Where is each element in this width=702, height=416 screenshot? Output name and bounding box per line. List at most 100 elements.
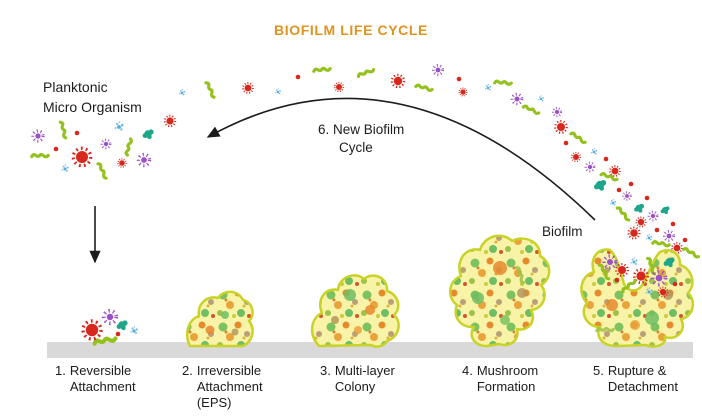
red-dot-microbe-icon [563, 140, 569, 146]
green-bacillus-icon [96, 161, 108, 181]
green-bacillus-icon [615, 204, 631, 224]
green-bacillus-icon [521, 102, 541, 118]
red-dot-microbe-icon [616, 187, 622, 193]
blue-microbe-icon [178, 89, 186, 96]
cycle-arrow-icon [206, 97, 596, 221]
biofilm-blob-stage4 [449, 234, 551, 348]
stage-line: Mushroom [476, 363, 539, 378]
green-bacillus-icon [569, 129, 587, 147]
stage-line: Attachment [69, 379, 136, 394]
purple-microbe-icon [31, 129, 45, 143]
stage-line: Detachment [607, 379, 678, 394]
planktonic-cluster [30, 114, 177, 181]
stage-line: Irreversible [196, 363, 262, 378]
stage-number: 5. [593, 363, 604, 378]
stage-number: 1. [55, 363, 66, 378]
green-bacillus-icon [122, 137, 136, 157]
red-microbe-icon [609, 165, 621, 177]
green-bacillus-icon [651, 237, 671, 251]
stage1-attachment-cluster [81, 308, 138, 344]
red-dot-microbe-icon [644, 195, 650, 201]
blue-microbe-icon [484, 84, 492, 91]
blue-microbe-icon [538, 95, 544, 102]
red-microbe-icon [333, 81, 345, 93]
stage-number: 4. [462, 363, 473, 378]
new-cycle-line1: 6. New Biofilm [318, 122, 405, 137]
red-dot-microbe-icon [682, 237, 688, 243]
purple-microbe-icon [622, 191, 632, 201]
stage-line: Attachment [196, 379, 263, 394]
purple-microbe-icon [510, 92, 524, 106]
stage-label-1: 1. Reversible Attachment [55, 363, 136, 395]
red-dot-microbe-icon [628, 181, 634, 187]
stage-line: Colony [334, 379, 376, 394]
stage-number: 3. [320, 363, 331, 378]
new-cycle-line2: Cycle [339, 140, 373, 155]
stage-line: Rupture & [607, 363, 667, 378]
blue-microbe-icon [590, 148, 598, 155]
red-dot-microbe-icon [115, 331, 121, 337]
purple-microbe-icon [602, 254, 618, 270]
red-microbe-icon [554, 120, 568, 134]
red-dot-microbe-icon [53, 146, 59, 152]
red-dot-microbe-icon [654, 227, 660, 233]
purple-microbe-icon [584, 161, 596, 173]
purple-microbe-icon [551, 106, 563, 118]
planktonic-label: Planktonic Micro Organism [43, 77, 142, 117]
red-microbe-icon [117, 158, 127, 168]
red-dot-microbe-icon [672, 281, 678, 287]
teal-microbe-icon [660, 206, 670, 215]
blob2-accents [205, 311, 239, 336]
stage-line: (EPS) [196, 395, 232, 410]
biofilm-blob-stage2 [186, 290, 254, 348]
green-bacillus-icon [204, 80, 216, 100]
red-microbe-icon [242, 82, 254, 94]
biofilm-blob-stage5 [580, 248, 695, 348]
red-microbe-icon [390, 73, 406, 89]
blue-microbe-icon [130, 326, 138, 335]
red-dot-microbe-icon [456, 76, 462, 82]
teal-microbe-icon [116, 320, 128, 331]
blue-microbe-icon [61, 164, 69, 172]
teal-microbe-icon [142, 129, 154, 140]
red-microbe-icon [635, 216, 647, 228]
dispersal-stream-right [551, 106, 701, 262]
green-bacillus-icon [58, 120, 68, 140]
red-microbe-icon [458, 87, 468, 97]
new-biofilm-cycle-label: 6. New Biofilm Cycle [318, 121, 404, 157]
planktonic-label-line2: Micro Organism [43, 99, 142, 115]
green-bacillus-icon [356, 68, 376, 78]
purple-microbe-icon [650, 269, 668, 287]
stage-label-3: 3. Multi-layer Colony [320, 363, 395, 395]
red-dot-microbe-icon [670, 221, 676, 227]
red-dot-microbe-icon [614, 277, 620, 283]
blob4-accents [472, 261, 527, 325]
biofilm-blob-stage3 [310, 274, 400, 348]
purple-microbe-icon [663, 229, 675, 243]
blue-microbe-icon [275, 88, 281, 95]
stage-number: 2. [182, 363, 193, 378]
blue-microbe-icon [630, 257, 638, 265]
stage-line: Reversible [69, 363, 132, 378]
green-bacillus-icon [30, 151, 50, 161]
red-dot-microbe-icon [295, 74, 301, 80]
red-microbe-icon [71, 146, 93, 168]
biofilm-label: Biofilm [542, 224, 583, 239]
purple-microbe-icon [101, 308, 119, 326]
planktonic-label-line1: Planktonic [43, 79, 108, 95]
purple-microbe-icon [431, 64, 445, 76]
red-dot-microbe-icon [74, 130, 80, 136]
red-dot-microbe-icon [603, 156, 609, 162]
blue-microbe-icon [114, 121, 124, 131]
blob3-accents [331, 289, 375, 334]
green-bacillus-icon [493, 77, 513, 89]
stage-label-5: 5. Rupture & Detachment [593, 363, 678, 395]
red-microbe-icon [163, 114, 177, 128]
teal-microbe-icon [634, 203, 645, 213]
stage-label-2: 2. Irreversible Attachment (EPS) [182, 363, 263, 411]
red-microbe-icon [627, 226, 641, 240]
purple-microbe-icon [647, 210, 659, 222]
purple-microbe-icon [100, 138, 112, 150]
red-microbe-icon [81, 319, 103, 341]
